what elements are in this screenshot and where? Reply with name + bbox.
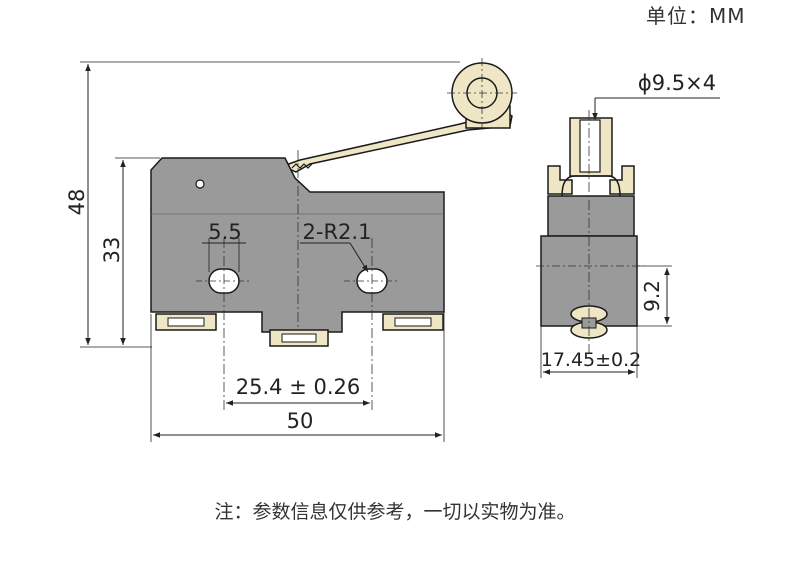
dim-label-5-5: 5.5 xyxy=(208,220,241,244)
dim-label-17-45: 17.45±0.2 xyxy=(541,349,642,371)
dimension-thickness: 17.45±0.2 xyxy=(540,326,642,378)
footnote: 注：参数信息仅供参考，一切以实物为准。 xyxy=(214,501,576,523)
dim-label-33: 33 xyxy=(100,237,124,264)
pin-hole xyxy=(195,179,205,189)
dim-label-48: 48 xyxy=(65,189,89,216)
terminal-right xyxy=(382,313,444,331)
dim-label-50: 50 xyxy=(287,409,314,433)
dimension-overall-height: 48 xyxy=(65,61,460,348)
dimension-hole-spacing: 25.4 ± 0.26 xyxy=(226,375,370,406)
terminal-center xyxy=(269,329,329,347)
dimension-hole-radius: 2-R2.1 xyxy=(300,220,372,273)
terminal-left xyxy=(155,313,217,331)
side-body-upper xyxy=(547,195,635,237)
dimension-roller: ϕ9.5×4 xyxy=(592,71,720,120)
front-view: 48 33 5.5 2-R2.1 xyxy=(65,58,517,442)
unit-label: 单位：MM xyxy=(646,4,746,28)
side-view: ϕ9.5×4 9.2 17.45±0.2 xyxy=(536,71,720,378)
dimension-width: 50 xyxy=(150,200,445,442)
dimension-body-height: 33 xyxy=(100,157,160,345)
switch-body xyxy=(150,157,445,333)
roller xyxy=(447,58,517,128)
dim-label-9-2: 9.2 xyxy=(640,280,664,312)
dimension-hole-diameter: 5.5 xyxy=(202,220,246,272)
dim-label-2-r2-1: 2-R2.1 xyxy=(303,220,372,244)
roller-side xyxy=(569,117,613,177)
dim-label-roller: ϕ9.5×4 xyxy=(638,71,716,95)
dimension-terminal-height: 9.2 xyxy=(637,265,672,327)
dim-label-25-4: 25.4 ± 0.26 xyxy=(236,375,360,399)
